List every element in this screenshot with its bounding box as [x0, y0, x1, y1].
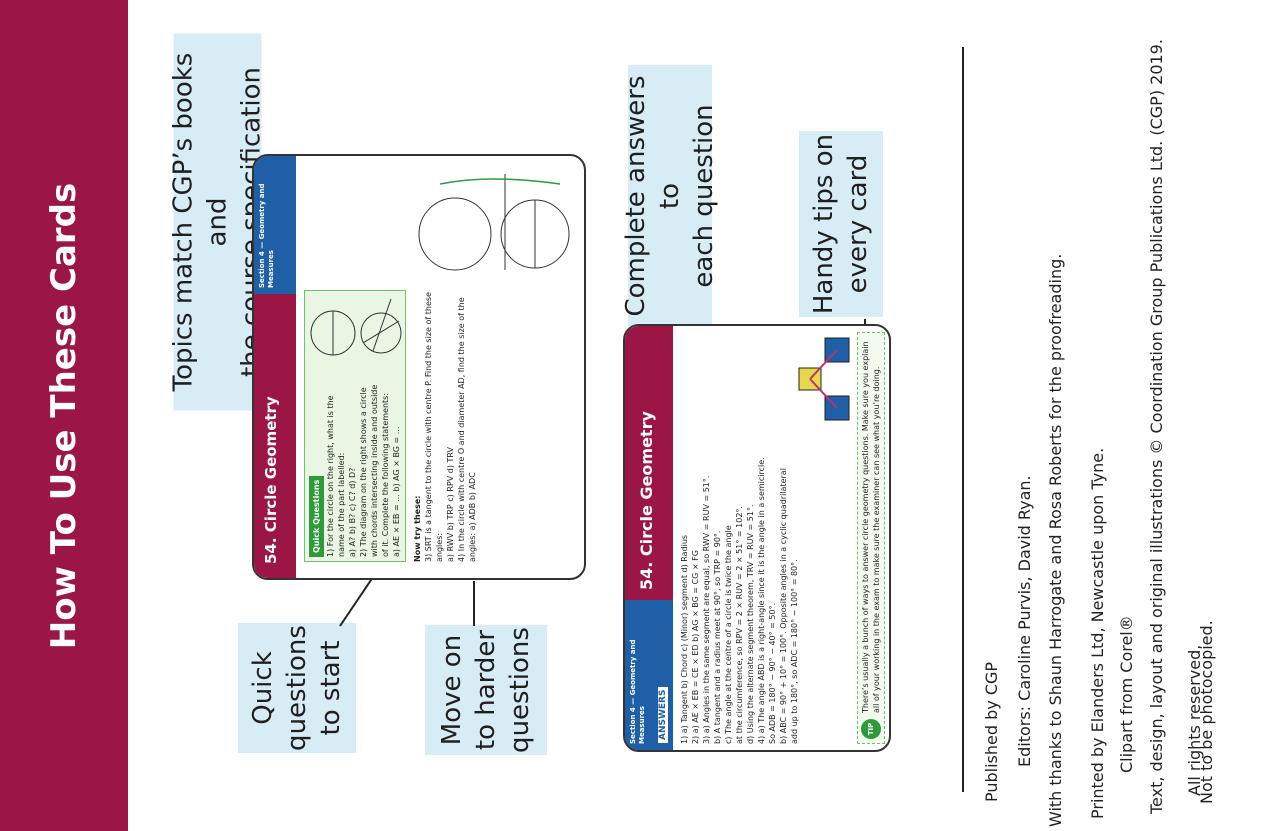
credit-printed: Printed by Elanders Ltd, Newcastle upon … — [1088, 447, 1107, 819]
q3-options: a) RWV b) TRP c) RPV d) TRV — [446, 447, 455, 562]
credit-published: Published by CGP — [982, 661, 1001, 802]
answer-line: b) A tangent and a radius meet at 90°, s… — [713, 530, 722, 744]
callout-topics: Topics match CGP’s books and the course … — [169, 33, 267, 411]
answer-line: 2) a) AE × EB = CE × ED b) AG × BG = CG … — [691, 550, 700, 744]
callout-quick-line2: questions — [282, 625, 312, 751]
answer-card-body: 1) a) Tangent b) Chord c) (Minor) segmen… — [679, 332, 800, 744]
page-title: How To Use These Cards — [44, 182, 84, 650]
callout-tips: Handy tips on every card — [799, 131, 883, 317]
tip-box: TIP There’s usually a bunch of ways to a… — [857, 332, 885, 744]
pointer-moveon — [473, 581, 475, 626]
callout-tips-line2: every card — [843, 154, 873, 294]
callout-moveon-line2: to harder — [471, 629, 501, 751]
answer-line: d) Using the alternate segment theorem, … — [746, 504, 755, 745]
answers-label: ANSWERS — [657, 685, 669, 744]
credit-photocopy: Not to be photocopied. — [1197, 620, 1216, 804]
q1-options: a) A? b) B? c) C? d) D? — [348, 467, 357, 557]
callout-topics-line1: Topics match CGP’s books and — [168, 52, 233, 392]
credit-editors: Editors: Caroline Purvis, David Ryan. — [1015, 475, 1034, 767]
now-try-label: Now try these: — [413, 495, 422, 562]
callout-quick: Quick questions to start — [238, 623, 356, 753]
callout-moveon-line1: Move on — [437, 634, 467, 746]
question-card-body: Quick Questions 1) For the circle on the… — [300, 162, 580, 572]
tip-text: There’s usually a bunch of ways to answe… — [861, 341, 881, 713]
credit-copyright: Text, design, layout and original illust… — [1147, 39, 1166, 814]
answer-line: b) ABC = 90° + 10° = 100°. Opposite angl… — [779, 468, 788, 744]
answer-card: Section 4 — Geometry and Measures ANSWER… — [623, 324, 891, 752]
credit-thanks: With thanks to Shaun Harrogate and Rosa … — [1046, 253, 1065, 827]
tangent-diagrams — [418, 174, 570, 271]
answer-line: So ADB = 180° − 90° − 40° = 50°. — [768, 602, 777, 744]
credit-clipart: Clipart from Corel® — [1117, 615, 1136, 773]
answer-card-title: 54. Circle Geometry — [637, 411, 656, 590]
q2-options: a) AE × EB = ... b) AG × BG = ... — [392, 426, 401, 557]
callout-quick-line1: Quick — [248, 651, 278, 725]
question-card-title: 54. Circle Geometry — [262, 396, 280, 564]
answer-line: c) The angle at the centre of a circle i… — [724, 525, 733, 744]
callout-complete-line2: each question — [689, 104, 719, 288]
q2-text: 2) The diagram on the right shows a circ… — [359, 384, 390, 557]
separator-line — [962, 47, 964, 792]
q4-text: 4) In the circle with centre O and diame… — [457, 297, 477, 562]
q1-text: 1) For the circle on the right, what is … — [326, 395, 346, 557]
quick-questions-text: 1) For the circle on the right, what is … — [325, 377, 402, 557]
quick-questions-box: Quick Questions 1) For the circle on the… — [304, 290, 406, 562]
tip-badge: TIP — [861, 719, 881, 739]
answer-line: 3) a) Angles in the same segment are equ… — [702, 475, 711, 744]
sidebar-band — [0, 0, 128, 831]
question-card: 54. Circle Geometry Section 4 — Geometry… — [252, 154, 586, 580]
callout-tips-line1: Handy tips on — [809, 133, 839, 315]
callout-moveon-line3: questions — [505, 627, 535, 753]
question-card-section: Section 4 — Geometry and Measures — [254, 156, 296, 294]
bicycle-clipart — [798, 337, 850, 421]
answer-line: 1) a) Tangent b) Chord c) (Minor) segmen… — [680, 534, 689, 744]
answer-line: 4) a) The angle ABD is a right-angle sin… — [757, 457, 766, 744]
callout-complete-line1: Complete answers to — [621, 75, 685, 317]
callout-complete: Complete answers to each question — [621, 65, 719, 327]
harder-questions: Now try these: 3) SRT is a tangent to th… — [412, 292, 478, 562]
q3-text: 3) SRT is a tangent to the circle with c… — [424, 292, 444, 562]
callout-moveon: Move on to harder questions — [425, 625, 547, 755]
answer-line: at the circumference, so RPV = 2 × RUV =… — [735, 506, 744, 744]
quick-questions-label: Quick Questions — [309, 475, 324, 557]
callout-quick-line3: to start — [316, 640, 346, 736]
circle-diagrams — [310, 298, 402, 356]
